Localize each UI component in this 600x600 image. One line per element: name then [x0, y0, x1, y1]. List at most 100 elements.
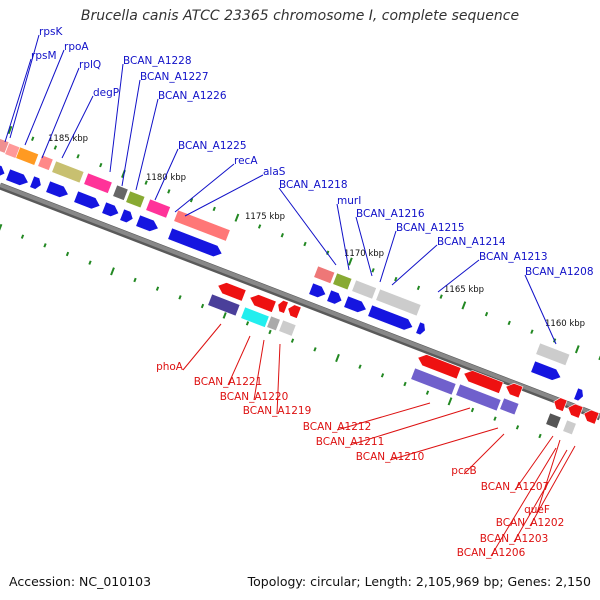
- gene-label-upper: BCAN_A1213: [479, 251, 548, 263]
- gene-box: [455, 383, 502, 412]
- tick-mark: [290, 338, 295, 343]
- gene-arrow: [0, 162, 6, 178]
- leader-line: [437, 259, 480, 293]
- gene-box: [499, 397, 520, 416]
- gene-label-lower: BCAN_A1203: [480, 533, 549, 545]
- tick-mark: [245, 321, 250, 326]
- gene-label-lower: pccB: [451, 465, 476, 477]
- gene-arrow: [417, 354, 462, 380]
- gene-arrow: [463, 370, 504, 394]
- tick-mark: [200, 303, 205, 309]
- gene-arrow: [29, 175, 42, 190]
- leader-line: [276, 343, 281, 415]
- gene-arrow: [530, 360, 562, 381]
- tick-mark: [303, 241, 307, 247]
- tick-mark: [212, 206, 216, 212]
- gene-arrow: [326, 289, 343, 305]
- backbone-layer: [0, 182, 600, 421]
- tick-mark: [133, 277, 137, 283]
- tick-mark: [484, 311, 489, 317]
- gene-label-upper: rpsK: [39, 26, 63, 38]
- gene-label-lower: BCAN_A1219: [243, 405, 312, 417]
- tick-mark: [155, 286, 160, 291]
- gene-box: [266, 315, 281, 332]
- gene-box: [145, 198, 171, 219]
- leader-line: [391, 244, 438, 286]
- tick-mark: [507, 320, 511, 326]
- gene-arrow: [553, 397, 568, 412]
- tick-label: 1165 kbp: [444, 285, 484, 295]
- gene-label-upper: BCAN_A1215: [396, 222, 465, 234]
- leader-lines-layer: [4, 34, 576, 557]
- gene-arrow: [583, 409, 600, 425]
- gene-box: [332, 272, 353, 291]
- gene-box: [37, 154, 54, 171]
- tick-mark: [31, 136, 35, 141]
- gene-arrow: [45, 180, 69, 198]
- tick-label: 1185 kbp: [48, 134, 88, 144]
- tick-mark: [144, 180, 148, 185]
- tick-label: 1160 kbp: [545, 319, 585, 329]
- tick-label: 1180 kbp: [146, 173, 186, 183]
- gene-label-upper: BCAN_A1208: [525, 266, 594, 278]
- leader-line: [529, 445, 576, 527]
- leader-line: [536, 439, 561, 514]
- tick-mark: [358, 364, 362, 369]
- tick-mark: [110, 267, 115, 276]
- gene-arrow: [277, 299, 289, 314]
- labels-layer: rpsKrpsMrpoArplQdegPBCAN_A1228BCAN_A1227…: [31, 26, 594, 559]
- leader-line: [490, 447, 557, 557]
- page-title: Brucella canis ATCC 23365 chromosome I, …: [80, 8, 520, 24]
- gene-arrow: [287, 304, 302, 319]
- tick-mark: [189, 197, 194, 203]
- gene-label-upper: BCAN_A1216: [356, 208, 425, 220]
- tick-mark: [403, 381, 407, 387]
- leader-line: [513, 449, 568, 543]
- gene-label-upper: BCAN_A1227: [140, 71, 209, 83]
- tick-mark: [167, 189, 171, 194]
- gene-label-lower: BCAN_A1212: [303, 421, 372, 433]
- gene-arrow: [415, 321, 426, 336]
- tick-mark: [538, 433, 542, 439]
- leader-line: [182, 323, 222, 371]
- gene-arrow: [249, 294, 277, 313]
- leader-line: [9, 34, 40, 139]
- backbone-line: [0, 183, 600, 418]
- gene-box: [51, 160, 85, 184]
- tick-label: 1175 kbp: [245, 212, 285, 222]
- gene-label-upper: degP: [93, 87, 119, 99]
- gene-arrow: [217, 282, 247, 302]
- leader-line: [355, 216, 373, 277]
- tick-mark: [326, 250, 330, 255]
- leader-line: [109, 63, 124, 173]
- tick-mark: [493, 416, 497, 421]
- gene-label-upper: BCAN_A1218: [279, 179, 348, 191]
- tick-mark: [88, 260, 92, 265]
- tick-mark: [234, 213, 240, 222]
- gene-arrow: [101, 201, 120, 217]
- tick-mark: [20, 234, 25, 239]
- tick-mark: [598, 355, 600, 361]
- tick-mark: [470, 407, 475, 413]
- leader-line: [514, 435, 554, 491]
- tick-mark: [178, 295, 182, 300]
- gene-label-lower: BCAN_A1210: [356, 451, 425, 463]
- gene-box: [207, 293, 241, 317]
- gene-label-lower: BCAN_A1220: [220, 391, 289, 403]
- leader-line: [174, 163, 235, 213]
- gene-label-upper: BCAN_A1228: [123, 55, 192, 67]
- leader-line: [135, 98, 159, 191]
- tick-mark: [447, 397, 453, 406]
- gene-box: [15, 146, 40, 166]
- leader-line: [61, 95, 94, 159]
- leader-line: [379, 230, 397, 283]
- gene-box: [545, 412, 562, 429]
- gene-label-upper: recA: [234, 155, 258, 167]
- gene-label-upper: BCAN_A1225: [178, 140, 247, 152]
- leader-line: [336, 402, 431, 431]
- leader-line: [41, 67, 80, 159]
- tick-mark: [313, 347, 317, 352]
- gene-label-upper: BCAN_A1226: [158, 90, 227, 102]
- gene-box: [351, 279, 377, 300]
- gene-label-upper: rplQ: [79, 59, 101, 71]
